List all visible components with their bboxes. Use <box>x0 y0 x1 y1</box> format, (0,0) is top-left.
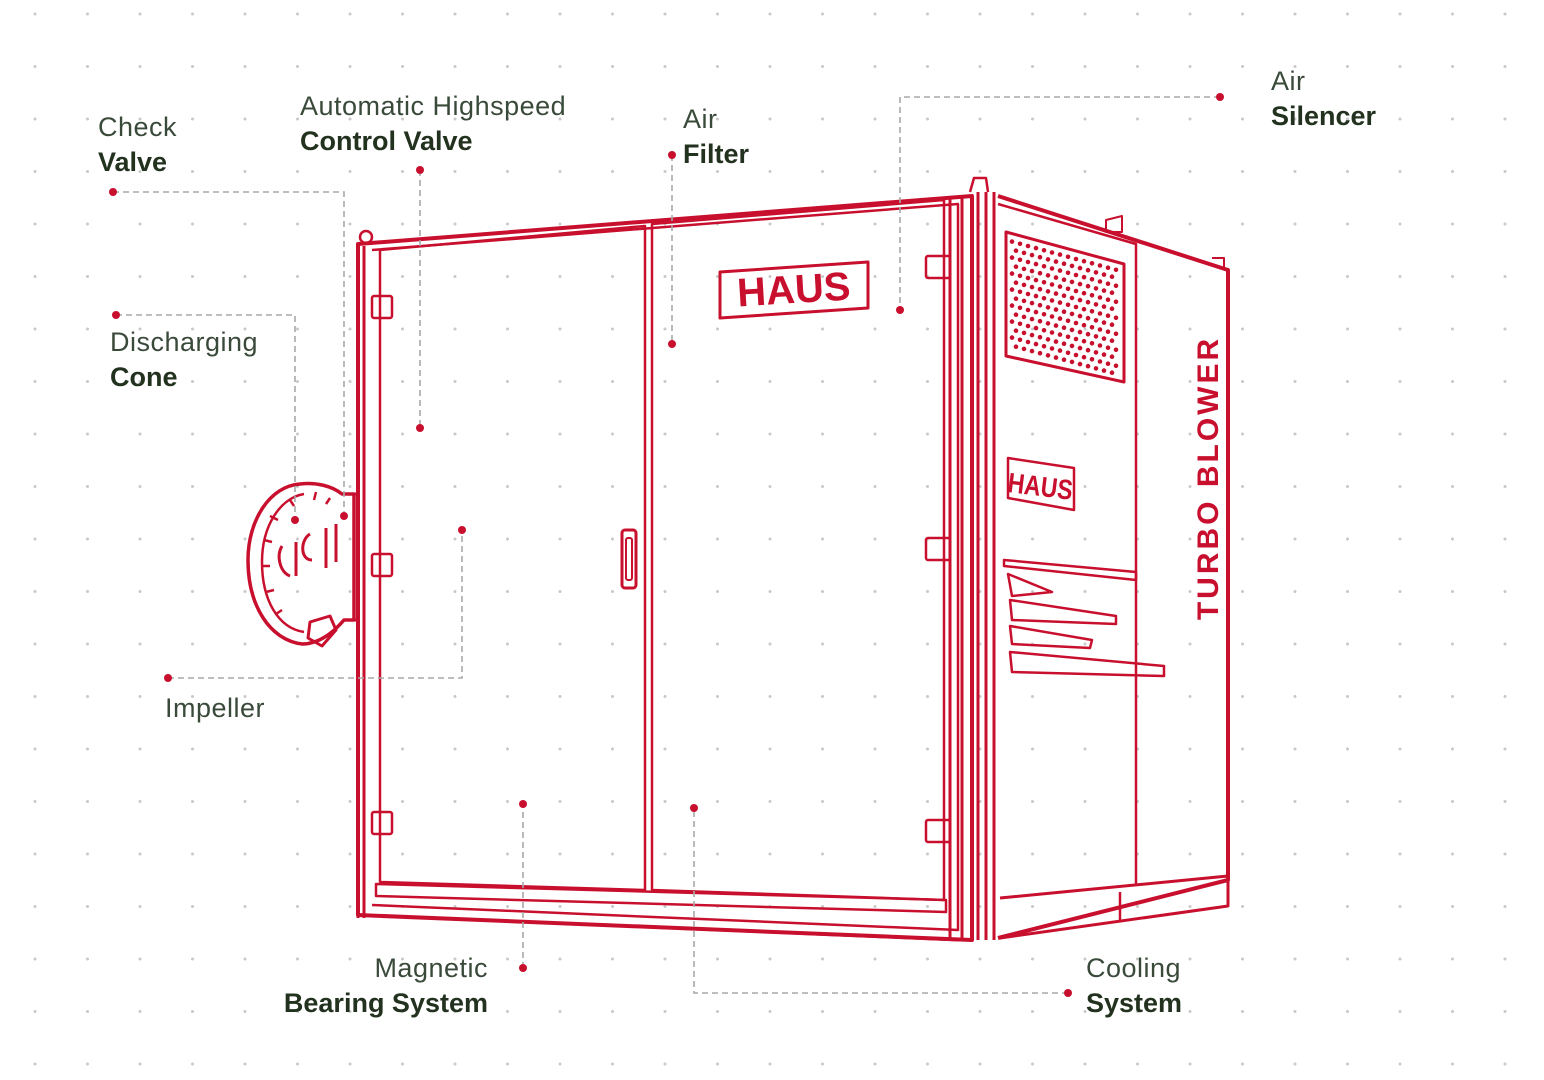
leader-discharging-cone <box>116 314 296 520</box>
label-cooling-system: Cooling System <box>1086 951 1182 1021</box>
label-air-silencer: Air Silencer <box>1271 64 1376 134</box>
side-vertical-text: TURBO BLOWER <box>1192 336 1225 620</box>
label-air-silencer-line2: Silencer <box>1271 101 1377 131</box>
left-door <box>378 224 647 892</box>
label-air-silencer-line1: Air <box>1271 66 1306 96</box>
turbo-blower-illustration <box>246 176 1230 942</box>
label-air-filter-line2: Filter <box>683 139 750 169</box>
label-air-filter: Air Filter <box>683 102 749 172</box>
leader-impeller <box>168 530 463 679</box>
label-impeller-line1: Impeller <box>165 693 266 723</box>
label-control-valve-line2: Control Valve <box>300 126 473 156</box>
dot-magnetic-target <box>519 800 527 808</box>
dot-control-valve-target <box>416 424 424 432</box>
dot-check-valve-target <box>340 512 348 520</box>
door-hinges <box>370 254 952 844</box>
dot-impeller-target <box>458 526 466 534</box>
dot-air-filter-label <box>668 151 676 159</box>
dot-check-valve-label <box>109 188 117 196</box>
dot-cooling-label <box>1064 989 1072 997</box>
dot-magnetic-label <box>519 964 527 972</box>
door-handle <box>620 528 638 590</box>
discharge-flange <box>246 481 358 648</box>
dot-cooling-target <box>690 804 698 812</box>
label-check-valve-line2: Valve <box>98 147 168 177</box>
front-panel-outline <box>356 194 974 942</box>
label-air-filter-line1: Air <box>683 104 718 134</box>
dot-cone-label <box>112 311 120 319</box>
dot-impeller-label <box>164 674 172 682</box>
dot-air-silencer-label <box>1216 93 1224 101</box>
dot-air-silencer-target <box>896 306 904 314</box>
label-discharging-cone: Discharging Cone <box>110 325 258 395</box>
label-magnetic-bearing-line1: Magnetic <box>374 953 488 983</box>
front-logo-box <box>718 260 870 320</box>
label-discharging-cone-line1: Discharging <box>110 327 259 357</box>
leader-cooling-system <box>693 808 1068 994</box>
dot-air-filter-target <box>668 340 676 348</box>
label-check-valve-line1: Check <box>98 112 178 142</box>
label-check-valve: Check Valve <box>98 110 177 180</box>
side-logo-box <box>1006 456 1076 512</box>
label-control-valve: Automatic Highspeed Control Valve <box>300 89 566 159</box>
leader-air-silencer <box>899 96 1220 310</box>
base-plinth <box>374 882 948 914</box>
leader-check-valve <box>113 191 345 516</box>
dot-cone-target <box>291 516 299 524</box>
label-discharging-cone-line2: Cone <box>110 362 178 392</box>
label-cooling-system-line2: System <box>1086 988 1183 1018</box>
marker-dots <box>109 93 1224 997</box>
dot-control-valve-label <box>416 166 424 174</box>
label-impeller: Impeller <box>165 691 265 726</box>
vent-grille <box>1004 230 1126 384</box>
leader-lines <box>113 96 1220 994</box>
front-logo-text: HAUS <box>736 265 852 316</box>
label-control-valve-line1: Automatic Highspeed <box>300 91 567 121</box>
side-louvers <box>1002 558 1166 678</box>
label-magnetic-bearing: Magnetic Bearing System <box>262 951 488 1021</box>
label-cooling-system-line1: Cooling <box>1086 953 1182 983</box>
label-magnetic-bearing-line2: Bearing System <box>283 988 488 1018</box>
background-dot-grid <box>33 12 1507 1066</box>
